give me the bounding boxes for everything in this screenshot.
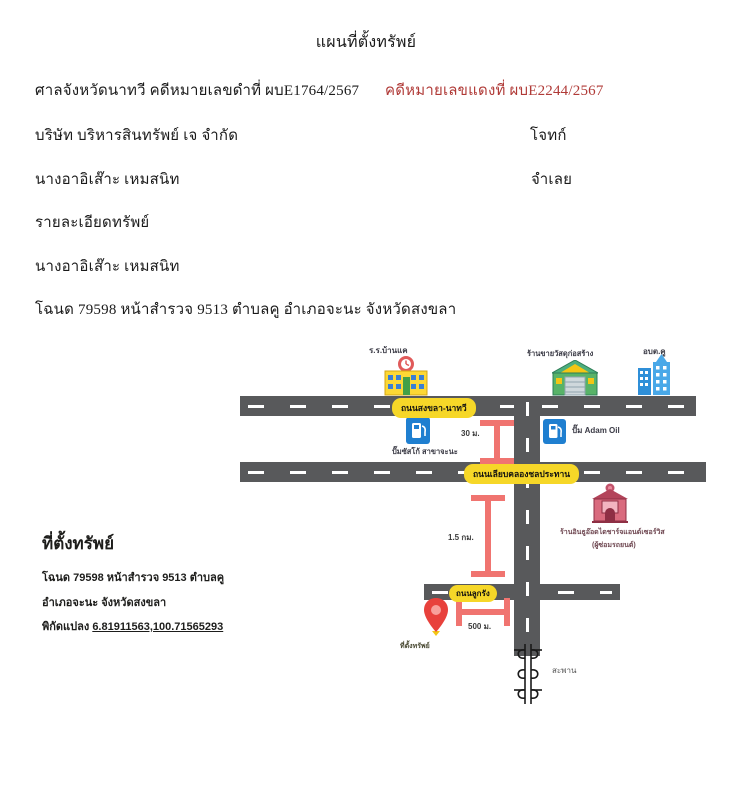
road2-name-badge: ถนนเลียบคลองชลประทาน bbox=[464, 464, 580, 484]
parcel-coordinates: พิกัดแปลง 6.81911563,100.71565293 bbox=[42, 617, 223, 635]
service-shop-shrine-icon bbox=[588, 483, 632, 528]
property-location-pin-icon bbox=[423, 598, 449, 641]
defendant-role: จำเลย bbox=[531, 172, 573, 188]
distance-measure-30m bbox=[480, 420, 514, 464]
property-details-heading: รายละเอียดทรัพย์ bbox=[35, 215, 150, 231]
parcel-coordinates-value: 6.81911563,100.71565293 bbox=[92, 621, 224, 633]
road3-name-badge: ถนนลูกรัง bbox=[449, 585, 497, 602]
service-shop-label-line1: ร้านอินธูอ๊อดไดชาร์จแอนด์เซอร์วิส bbox=[560, 529, 665, 536]
road-vertical-connector bbox=[514, 396, 540, 656]
subdistrict-office-icon bbox=[636, 354, 674, 401]
court-case-black-number: ศาลจังหวัดนาทวี คดีหมายเลขดำที่ ผบE1764/… bbox=[35, 83, 360, 99]
school-label: ร.ร.บ้านแค bbox=[369, 346, 408, 355]
gas-pump-left-icon bbox=[406, 417, 430, 449]
bridge-label: สะพาน bbox=[552, 666, 577, 675]
deed-description-line: โฉนด 79598 หน้าสำรวจ 9513 ตำบลคู อำเภอจะ… bbox=[35, 302, 457, 318]
bridge-icon bbox=[508, 644, 548, 709]
school-icon bbox=[384, 356, 428, 401]
parcel-coordinates-label: พิกัดแปลง bbox=[42, 621, 90, 633]
deed-summary-line2: อำเภอจะนะ จังหวัดสงขลา bbox=[42, 597, 167, 609]
distance-measure-1-5km bbox=[471, 495, 505, 577]
plaintiff-role: โจทก์ bbox=[530, 128, 567, 144]
gas-station-left-label: ปั๊มซัสโก้ สาขาจะนะ bbox=[392, 447, 458, 456]
construction-shop-icon bbox=[550, 359, 600, 401]
defendant-name: นางอาอิเส๊าะ เหมสนิท bbox=[35, 172, 180, 188]
distance-label-500m: 500 ม. bbox=[468, 622, 492, 631]
service-shop-label-line2: (ผู้ซ่อมรถยนต์) bbox=[592, 542, 636, 549]
material-shop-label: ร้านขายวัสดุก่อสร้าง bbox=[527, 349, 594, 358]
gas-station-right-label: ปั๊ม Adam Oil bbox=[572, 426, 620, 435]
distance-label-1-5km: 1.5 กม. bbox=[448, 533, 474, 542]
court-case-red-number: คดีหมายเลขแดงที่ ผบE2244/2567 bbox=[385, 83, 604, 99]
road1-name-badge: ถนนสงขลา-นาทวี bbox=[392, 398, 476, 418]
road-dash-line bbox=[525, 402, 529, 650]
deed-summary-line1: โฉนด 79598 หน้าสำรวจ 9513 ตำบลคู bbox=[42, 572, 225, 584]
distance-measure-500m bbox=[456, 598, 510, 626]
gas-pump-right-icon bbox=[543, 419, 566, 449]
page-title: แผนที่ตั้งทรัพย์ bbox=[315, 34, 417, 51]
property-owner-name: นางอาอิเส๊าะ เหมสนิท bbox=[35, 259, 180, 275]
property-location-heading: ที่ตั้งทรัพย์ bbox=[42, 534, 115, 553]
distance-label-30m: 30 ม. bbox=[461, 429, 480, 438]
subdistrict-office-label: อบต.คู bbox=[643, 347, 666, 356]
plaintiff-name: บริษัท บริหารสินทรัพย์ เจ จำกัด bbox=[35, 128, 239, 144]
property-pin-label: ที่ตั้งทรัพย์ bbox=[400, 643, 430, 650]
